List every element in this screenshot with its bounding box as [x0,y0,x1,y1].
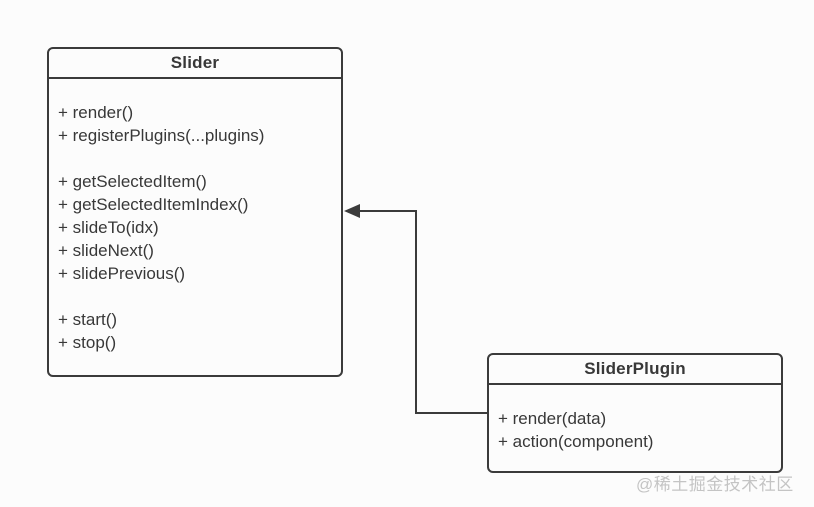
method-group: + render() + registerPlugins(...plugins) [58,101,335,147]
class-box-slider: Slider + render() + registerPlugins(...p… [47,47,343,377]
method-item: + getSelectedItem() [58,172,207,191]
class-title-slider: Slider [49,49,341,79]
method-item: + start() [58,310,118,329]
association-line [358,210,488,414]
method-item: + slidePrevious() [58,264,186,283]
class-body-slider-plugin: + render(data) + action(component) [489,385,781,453]
arrowhead-icon [344,204,360,218]
method-group: + render(data) + action(component) [498,407,775,453]
watermark: @稀土掘金技术社区 [636,475,794,494]
class-title-slider-plugin: SliderPlugin [489,355,781,385]
method-item: + getSelectedItemIndex() [58,195,249,214]
method-item: + action(component) [498,432,654,451]
class-box-slider-plugin: SliderPlugin + render(data) + action(com… [487,353,783,473]
method-group: + getSelectedItem() + getSelectedItemInd… [58,170,335,285]
method-item: + registerPlugins(...plugins) [58,126,265,145]
class-body-slider: + render() + registerPlugins(...plugins)… [49,79,341,354]
method-item: + render(data) [498,409,607,428]
method-item: + render() [58,103,134,122]
method-group: + start() + stop() [58,308,335,354]
method-item: + stop() [58,333,117,352]
method-item: + slideTo(idx) [58,218,159,237]
method-item: + slideNext() [58,241,154,260]
